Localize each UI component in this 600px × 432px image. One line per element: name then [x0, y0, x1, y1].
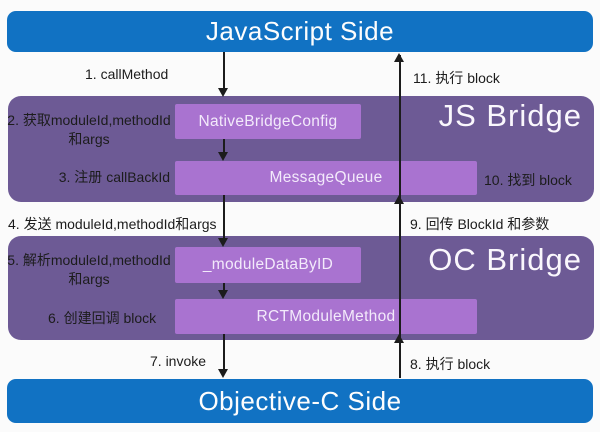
step-3-label: 3. 注册 callBackId: [58, 169, 170, 185]
arrow-line-callback-return: [399, 55, 401, 378]
objective-c-side-bar: Objective-C Side: [7, 379, 593, 423]
arrow-line-call-method: [223, 52, 225, 89]
message-queue-label: MessageQueue: [269, 169, 383, 186]
arrowhead-down-3-icon: [218, 238, 228, 247]
arrowhead-down-5-icon: [218, 369, 228, 378]
native-bridge-config-box: NativeBridgeConfig: [175, 104, 361, 139]
step-1-label: 1. callMethod: [85, 66, 169, 82]
native-bridge-config-label: NativeBridgeConfig: [198, 112, 338, 130]
step-10-label: 10. 找到 block: [484, 172, 572, 188]
step-2-label: 2. 获取moduleId,methodId 和args: [4, 111, 174, 149]
objective-c-side-label: Objective-C Side: [198, 385, 402, 416]
arrow-line-invoke: [223, 334, 225, 370]
step-2-line1: 2. 获取moduleId,methodId: [7, 112, 171, 128]
step-6-label: 6. 创建回调 block: [48, 310, 157, 326]
arrowhead-up-3-icon: [394, 334, 404, 343]
arrowhead-up-1-icon: [394, 53, 404, 62]
arrow-line-mdb-to-rmm: [223, 283, 225, 291]
javascript-side-label: JavaScript Side: [205, 16, 395, 46]
message-queue-box: MessageQueue: [175, 161, 477, 195]
rct-module-method-box: RCTModuleMethod: [175, 299, 477, 334]
arrowhead-down-2-icon: [218, 152, 228, 161]
js-bridge-title: JS Bridge: [438, 98, 582, 133]
step-11-label: 11. 执行 block: [413, 70, 500, 86]
arrow-line-mq-to-mdb: [223, 195, 225, 239]
step-5-line1: 5. 解析moduleId,methodId: [7, 252, 171, 268]
arrowhead-down-4-icon: [218, 290, 228, 299]
arrow-line-nbc-to-mq: [223, 139, 225, 153]
rct-module-method-label: RCTModuleMethod: [256, 307, 396, 325]
step-8-label: 8. 执行 block: [410, 356, 491, 372]
step-5-label: 5. 解析moduleId,methodId 和args: [4, 251, 174, 289]
step-4-label: 4. 发送 moduleId,methodId和args: [8, 216, 217, 232]
javascript-side-bar: JavaScript Side: [7, 11, 593, 52]
step-5-line2: 和args: [68, 270, 110, 287]
step-7-label: 7. invoke: [150, 353, 207, 369]
oc-bridge-title: OC Bridge: [428, 242, 582, 277]
step-2-line2: 和args: [68, 130, 110, 147]
arrowhead-down-1-icon: [218, 88, 228, 97]
arrowhead-up-2-icon: [394, 195, 404, 204]
step-9-label: 9. 回传 BlockId 和参数: [410, 216, 550, 232]
module-data-by-id-box: _moduleDataByID: [175, 247, 361, 283]
module-data-by-id-label: _moduleDataByID: [202, 256, 334, 273]
